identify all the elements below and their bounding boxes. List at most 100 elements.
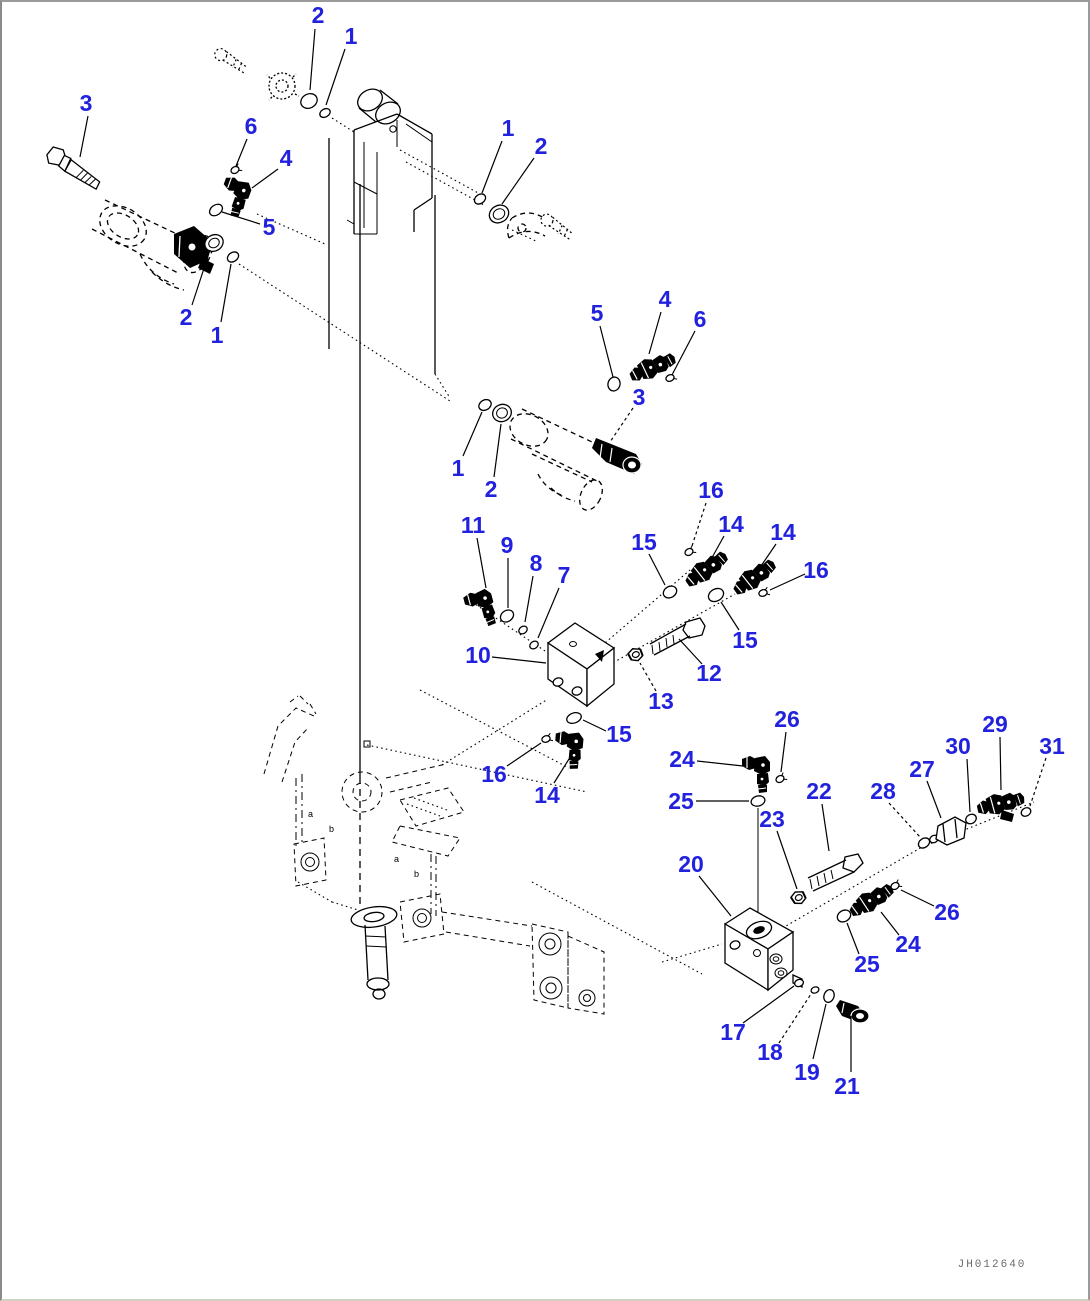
callout-19[interactable]: 19	[794, 1059, 820, 1085]
callout-22[interactable]: 22	[806, 778, 832, 804]
callout-18[interactable]: 18	[757, 1039, 783, 1065]
nut-13	[626, 645, 645, 665]
screw-ghost	[211, 47, 250, 74]
callout-2[interactable]: 2	[312, 2, 325, 28]
leader-line-5	[599, 325, 614, 378]
leader-line-5	[221, 211, 261, 225]
callout-26[interactable]: 26	[934, 899, 960, 925]
callout-4[interactable]: 4	[280, 145, 293, 171]
callout-24[interactable]: 24	[895, 931, 921, 957]
leader-line-6	[672, 330, 696, 374]
callout-15[interactable]: 15	[631, 529, 657, 555]
leader-line-15	[582, 719, 607, 732]
fitting-14	[552, 729, 585, 771]
leader-line-19	[812, 1003, 827, 1060]
callout-13[interactable]: 13	[648, 688, 674, 714]
leader-line-2	[309, 28, 316, 91]
callout-25[interactable]: 25	[668, 788, 694, 814]
o-ring-31	[1020, 807, 1032, 817]
callout-7[interactable]: 7	[558, 562, 571, 588]
o-ring-15	[662, 585, 678, 599]
o-ring-25	[836, 909, 852, 923]
middle-assembly	[478, 347, 680, 511]
o-ring-2	[488, 204, 510, 224]
leader-line-27	[926, 780, 942, 819]
callout-24[interactable]: 24	[669, 746, 695, 772]
callout-2[interactable]: 2	[535, 133, 548, 159]
leader-line-14	[553, 758, 570, 784]
callout-1[interactable]: 1	[345, 23, 358, 49]
fitting-29	[974, 787, 1028, 822]
o-ring-2	[300, 92, 318, 110]
callout-2[interactable]: 2	[485, 476, 498, 502]
o-ring-9	[499, 609, 515, 623]
callout-16[interactable]: 16	[803, 557, 829, 583]
callout-2[interactable]: 2	[180, 304, 193, 330]
callout-6[interactable]: 6	[245, 113, 258, 139]
callout-14[interactable]: 14	[770, 519, 796, 545]
o-ring-5	[607, 376, 621, 392]
callout-14[interactable]: 14	[718, 511, 744, 537]
callout-25[interactable]: 25	[854, 951, 880, 977]
callout-1[interactable]: 1	[452, 455, 465, 481]
callout-1[interactable]: 1	[502, 115, 515, 141]
leader-line-3	[609, 407, 634, 443]
leader-line-14	[708, 535, 725, 564]
callout-14[interactable]: 14	[534, 782, 560, 808]
callout-23[interactable]: 23	[759, 806, 785, 832]
leader-line-1	[325, 48, 346, 106]
plug-16	[757, 586, 771, 599]
callout-31[interactable]: 31	[1039, 733, 1065, 759]
callout-15[interactable]: 15	[732, 627, 758, 653]
callout-21[interactable]: 21	[834, 1073, 860, 1099]
valve-block-20	[723, 907, 803, 992]
callout-10[interactable]: 10	[465, 642, 491, 668]
callout-9[interactable]: 9	[501, 532, 514, 558]
callout-3[interactable]: 3	[633, 384, 646, 410]
leader-line-2	[493, 423, 502, 478]
plug-26	[773, 771, 788, 786]
bolt-22	[807, 853, 864, 892]
callout-17[interactable]: 17	[720, 1019, 746, 1045]
top-left-assembly	[42, 143, 255, 291]
mount-bolt	[350, 905, 398, 1000]
callout-16[interactable]: 16	[698, 477, 724, 503]
callout-3[interactable]: 3	[80, 90, 93, 116]
callout-6[interactable]: 6	[694, 306, 707, 332]
o-ring-2	[492, 403, 512, 423]
callout-12[interactable]: 12	[696, 660, 722, 686]
callout-28[interactable]: 28	[870, 778, 896, 804]
o-ring-19	[823, 989, 835, 1003]
callout-26[interactable]: 26	[774, 706, 800, 732]
o-ring-30	[965, 813, 977, 825]
o-ring-5	[208, 203, 224, 217]
callout-30[interactable]: 30	[945, 733, 971, 759]
callout-4[interactable]: 4	[659, 286, 672, 312]
leader-line-1	[462, 411, 483, 457]
callout-16[interactable]: 16	[481, 761, 507, 787]
port-label-a: a	[308, 809, 313, 819]
callout-11[interactable]: 11	[461, 512, 486, 538]
callout-15[interactable]: 15	[606, 721, 632, 747]
drawing-code: JH012640	[958, 1259, 1027, 1271]
callout-20[interactable]: 20	[678, 851, 704, 877]
clamp-ghost	[506, 212, 546, 239]
callout-1[interactable]: 1	[211, 322, 224, 348]
callout-5[interactable]: 5	[263, 214, 276, 240]
mount-bracket	[346, 88, 433, 235]
leader-line-30	[966, 758, 971, 813]
leader-line-16	[691, 502, 707, 547]
leader-line-16	[506, 742, 542, 767]
leader-line-2	[501, 157, 535, 205]
leader-line-26	[900, 889, 935, 907]
leader-line-24	[880, 911, 900, 936]
callout-5[interactable]: 5	[591, 300, 604, 326]
callout-8[interactable]: 8	[530, 550, 543, 576]
leader-line-26	[780, 731, 787, 773]
callout-29[interactable]: 29	[982, 711, 1008, 737]
callout-27[interactable]: 27	[909, 756, 935, 782]
plug-16	[682, 544, 697, 559]
leader-line-6	[235, 138, 248, 167]
